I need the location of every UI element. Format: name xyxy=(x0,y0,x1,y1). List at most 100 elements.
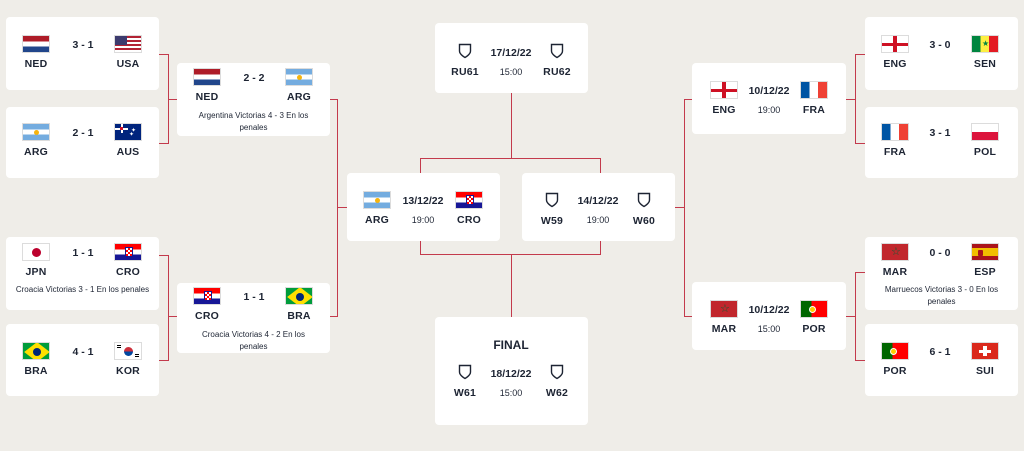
match-card-r16-fra-pol[interactable]: FRA 3 - 1 POL xyxy=(865,107,1018,178)
team-away: ✦ ✦ AUS xyxy=(98,123,158,158)
match-card-r16-por-sui[interactable]: POR 6 - 1 SUI xyxy=(865,324,1018,396)
flag-argentina-icon xyxy=(363,191,391,209)
flag-morocco-icon: ☆ xyxy=(710,300,738,318)
team-code: ENG xyxy=(712,104,736,116)
match-score: 3 - 1 xyxy=(929,127,951,139)
flag-croatia-icon xyxy=(193,287,221,305)
team-code: W59 xyxy=(540,215,564,227)
team-away: W62 xyxy=(527,364,587,399)
penalty-note: Croacia Victorias 3 - 1 En los penales xyxy=(15,285,150,294)
match-time: 19:00 xyxy=(586,215,610,225)
team-code: SEN xyxy=(973,58,997,70)
team-code: FRA xyxy=(802,104,826,116)
team-code: ESP xyxy=(974,266,996,278)
flag-england-icon xyxy=(881,35,909,53)
team-home: W61 xyxy=(435,364,495,399)
flag-brazil-icon xyxy=(22,342,50,360)
penalty-note: Croacia Victorias 4 - 2 En los penales xyxy=(201,330,305,351)
team-home: ENG xyxy=(694,81,754,116)
match-card-sf-w59-w60[interactable]: W59 14/12/22 19:00 W60 xyxy=(522,173,675,241)
match-card-qf-eng-fra[interactable]: ENG 10/12/22 19:00 FRA xyxy=(692,63,846,134)
team-code: JPN xyxy=(25,266,47,278)
team-code: CRO xyxy=(116,266,140,278)
match-time: 15:00 xyxy=(757,324,781,334)
flag-netherlands-icon xyxy=(193,68,221,86)
team-code: USA xyxy=(116,58,140,70)
team-code: SUI xyxy=(975,365,995,377)
team-away: SUI xyxy=(955,342,1015,377)
match-card-r16-ned-usa[interactable]: NED 3 - 1 USA xyxy=(6,17,159,90)
shield-icon xyxy=(550,364,564,380)
match-time: 15:00 xyxy=(499,67,523,77)
match-card-r16-bra-kor[interactable]: BRA 4 - 1 KOR xyxy=(6,324,159,396)
team-code: CRO xyxy=(195,310,219,322)
final-title: FINAL xyxy=(493,338,529,352)
flag-morocco-icon: ☆ xyxy=(881,243,909,261)
team-home: JPN xyxy=(6,243,66,278)
flag-france-icon xyxy=(881,123,909,141)
team-code: ENG xyxy=(883,58,907,70)
match-time: 19:00 xyxy=(757,105,781,115)
match-card-r16-eng-sen[interactable]: ENG 3 - 0 ★ SEN xyxy=(865,17,1018,90)
team-code: W62 xyxy=(545,387,569,399)
team-code: NED xyxy=(24,58,48,70)
flag-france-icon xyxy=(800,81,828,99)
match-card-r16-arg-aus[interactable]: ARG 2 - 1 ✦ ✦ AUS xyxy=(6,107,159,178)
team-home: FRA xyxy=(865,123,925,158)
team-code: POL xyxy=(973,146,997,158)
team-away: CRO xyxy=(98,243,158,278)
team-away: CRO xyxy=(439,191,499,226)
team-away: ESP xyxy=(955,243,1015,278)
match-score: 1 - 1 xyxy=(243,291,265,303)
team-away: KOR xyxy=(98,342,158,377)
match-score: 2 - 1 xyxy=(72,127,94,139)
team-home: ENG xyxy=(865,35,925,70)
team-home: NED xyxy=(177,68,237,103)
team-code: ARG xyxy=(24,146,48,158)
match-card-qf-ned-arg[interactable]: NED 2 - 2 ARG Argentina Victorias 4 - 3 … xyxy=(177,63,330,136)
flag-senegal-icon: ★ xyxy=(971,35,999,53)
flag-croatia-icon xyxy=(114,243,142,261)
flag-usa-icon xyxy=(114,35,142,53)
match-date: 14/12/22 xyxy=(577,195,619,207)
shield-icon xyxy=(545,192,559,208)
match-time: 15:00 xyxy=(499,388,523,398)
match-score: 2 - 2 xyxy=(243,72,265,84)
team-code: POR xyxy=(883,365,907,377)
match-date: 13/12/22 xyxy=(402,195,444,207)
team-code: MAR xyxy=(882,266,908,278)
team-code: KOR xyxy=(116,365,140,377)
team-away: USA xyxy=(98,35,158,70)
penalty-note: Argentina Victorias 4 - 3 En los penales xyxy=(198,111,309,132)
team-home: ARG xyxy=(6,123,66,158)
match-time: 19:00 xyxy=(411,215,435,225)
match-score: 3 - 0 xyxy=(929,39,951,51)
team-code: FRA xyxy=(883,146,907,158)
team-code: W60 xyxy=(632,215,656,227)
team-home: ☆ MAR xyxy=(694,300,754,335)
team-code: RU61 xyxy=(451,66,479,78)
team-code: BRA xyxy=(287,310,311,322)
team-home: RU61 xyxy=(435,43,495,78)
match-card-sf-arg-cro[interactable]: ARG 13/12/22 19:00 CRO xyxy=(347,173,500,241)
team-away: FRA xyxy=(784,81,844,116)
team-away: RU62 xyxy=(527,43,587,78)
team-away: BRA xyxy=(269,287,329,322)
shield-icon xyxy=(637,192,651,208)
shield-icon xyxy=(458,364,472,380)
team-away: W60 xyxy=(614,192,674,227)
match-card-r16-jpn-cro[interactable]: JPN 1 - 1 CRO Croacia Victorias 3 - 1 En… xyxy=(6,237,159,310)
team-code: BRA xyxy=(24,365,48,377)
flag-argentina-icon xyxy=(22,123,50,141)
match-card-qf-mar-por[interactable]: ☆ MAR 10/12/22 15:00 POR xyxy=(692,282,846,350)
team-code: CRO xyxy=(457,214,481,226)
team-away: POR xyxy=(784,300,844,335)
flag-poland-icon xyxy=(971,123,999,141)
match-card-r16-mar-esp[interactable]: ☆ MAR 0 - 0 ESP Marruecos Victorias 3 - … xyxy=(865,237,1018,310)
match-card-final[interactable]: FINAL W61 18/12/22 15:00 W62 xyxy=(435,317,588,425)
match-card-third-place[interactable]: RU61 17/12/22 15:00 RU62 xyxy=(435,23,588,93)
match-card-qf-cro-bra[interactable]: CRO 1 - 1 BRA Croacia Victorias 4 - 2 En… xyxy=(177,283,330,353)
match-score: 6 - 1 xyxy=(929,346,951,358)
match-date: 10/12/22 xyxy=(748,304,790,316)
team-code: RU62 xyxy=(543,66,571,78)
